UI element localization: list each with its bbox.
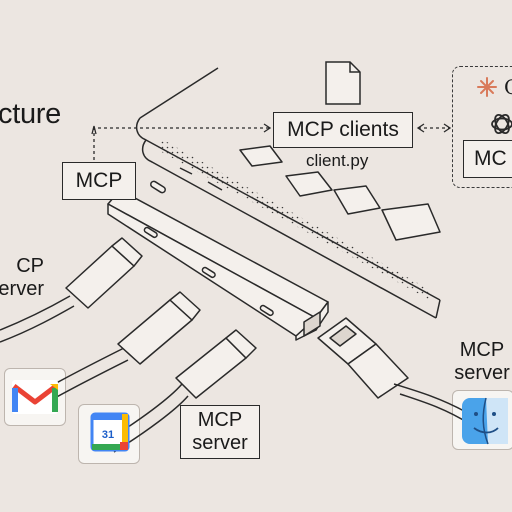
speaker-grille: [158, 138, 430, 300]
mcp-host-box: MCP: [62, 162, 136, 200]
page-title: cture: [0, 98, 61, 130]
usb-hub: [107, 180, 329, 341]
laptop-screen-edge: [139, 67, 219, 119]
laptop: [135, 67, 441, 319]
mcp-server-left-label: CP erver: [0, 255, 44, 301]
mcp-server-right-label: MCP server: [446, 339, 512, 385]
mcp-to-clients-connector: [93, 127, 270, 160]
calendar-tile: [78, 404, 140, 464]
laptop-base-bottom: [141, 139, 437, 319]
server-left-line-1: CP: [16, 255, 44, 277]
host-apps-panel: [452, 66, 512, 188]
server-right-line-1: MCP: [459, 339, 505, 361]
server-right-line-2: server: [454, 362, 510, 384]
laptop-port-1: [179, 167, 193, 175]
host-partial-box: MC: [463, 140, 512, 178]
mcp-clients-box: MCP clients: [273, 112, 413, 148]
code-glyph: </>: [331, 80, 351, 93]
server-left-line-2: erver: [0, 278, 44, 300]
server-mid-line-1: MCP: [197, 409, 243, 431]
server-mid-line-2: server: [192, 432, 248, 454]
host-partial-c: C: [504, 75, 512, 99]
finder-tile: [452, 390, 512, 450]
mcp-server-middle-box: MCP server: [180, 405, 260, 459]
laptop-port-2: [207, 181, 223, 191]
gmail-tile: [4, 368, 66, 426]
client-file-label: client.py: [306, 151, 369, 170]
